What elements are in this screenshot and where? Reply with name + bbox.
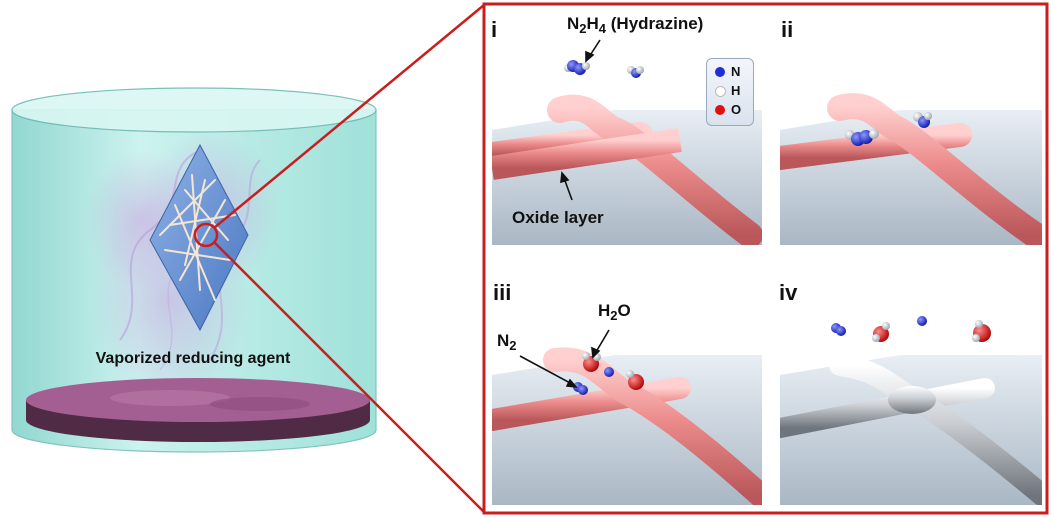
nitrogen-molecule [831,323,846,336]
water-label: H2O [598,301,631,323]
nitrogen-molecule [573,382,588,395]
hydrazine-label: N2H4 (Hydrazine) [567,14,704,36]
cylinder-top [11,87,377,133]
water-molecule [872,322,890,342]
adsorbed-hydrazine [913,112,932,128]
panel-label-i: i [491,17,498,42]
water-molecule [626,370,644,390]
atom-legend: N H O [706,58,754,126]
panel-label-ii: ii [781,17,794,42]
panel-i [492,94,762,245]
nitrogen-label: N2 [497,331,517,353]
panel-iv [780,354,1042,505]
panel-iii [492,347,762,505]
panel-label-iii: iii [493,280,512,305]
panel-label-iv: iv [779,280,798,305]
substrate-disk [26,378,370,442]
nitrogen-dot-icon [715,67,725,77]
nanowire-sample [149,143,249,332]
hydrazine-molecule [627,66,644,78]
water-molecule [972,320,991,342]
adsorbed-hydrazine [845,129,879,146]
zoom-circle [193,222,219,248]
panel-ii [780,93,1042,245]
reducing-agent-label: Vaporized reducing agent [96,350,291,367]
zoom-line-top [213,4,485,229]
oxide-layer-label: Oxide layer [512,208,604,227]
reaction-chamber: Vaporized reducing agent [11,4,485,513]
hydrogen-dot-icon [715,86,726,97]
molecules [564,60,991,395]
oxygen-dot-icon [715,105,725,115]
nitrogen-atom [604,367,614,377]
zoom-line-bottom [213,241,485,513]
annotation-arrows [519,39,610,389]
nitrogen-atom [917,316,927,326]
hydrazine-molecule [564,60,590,75]
